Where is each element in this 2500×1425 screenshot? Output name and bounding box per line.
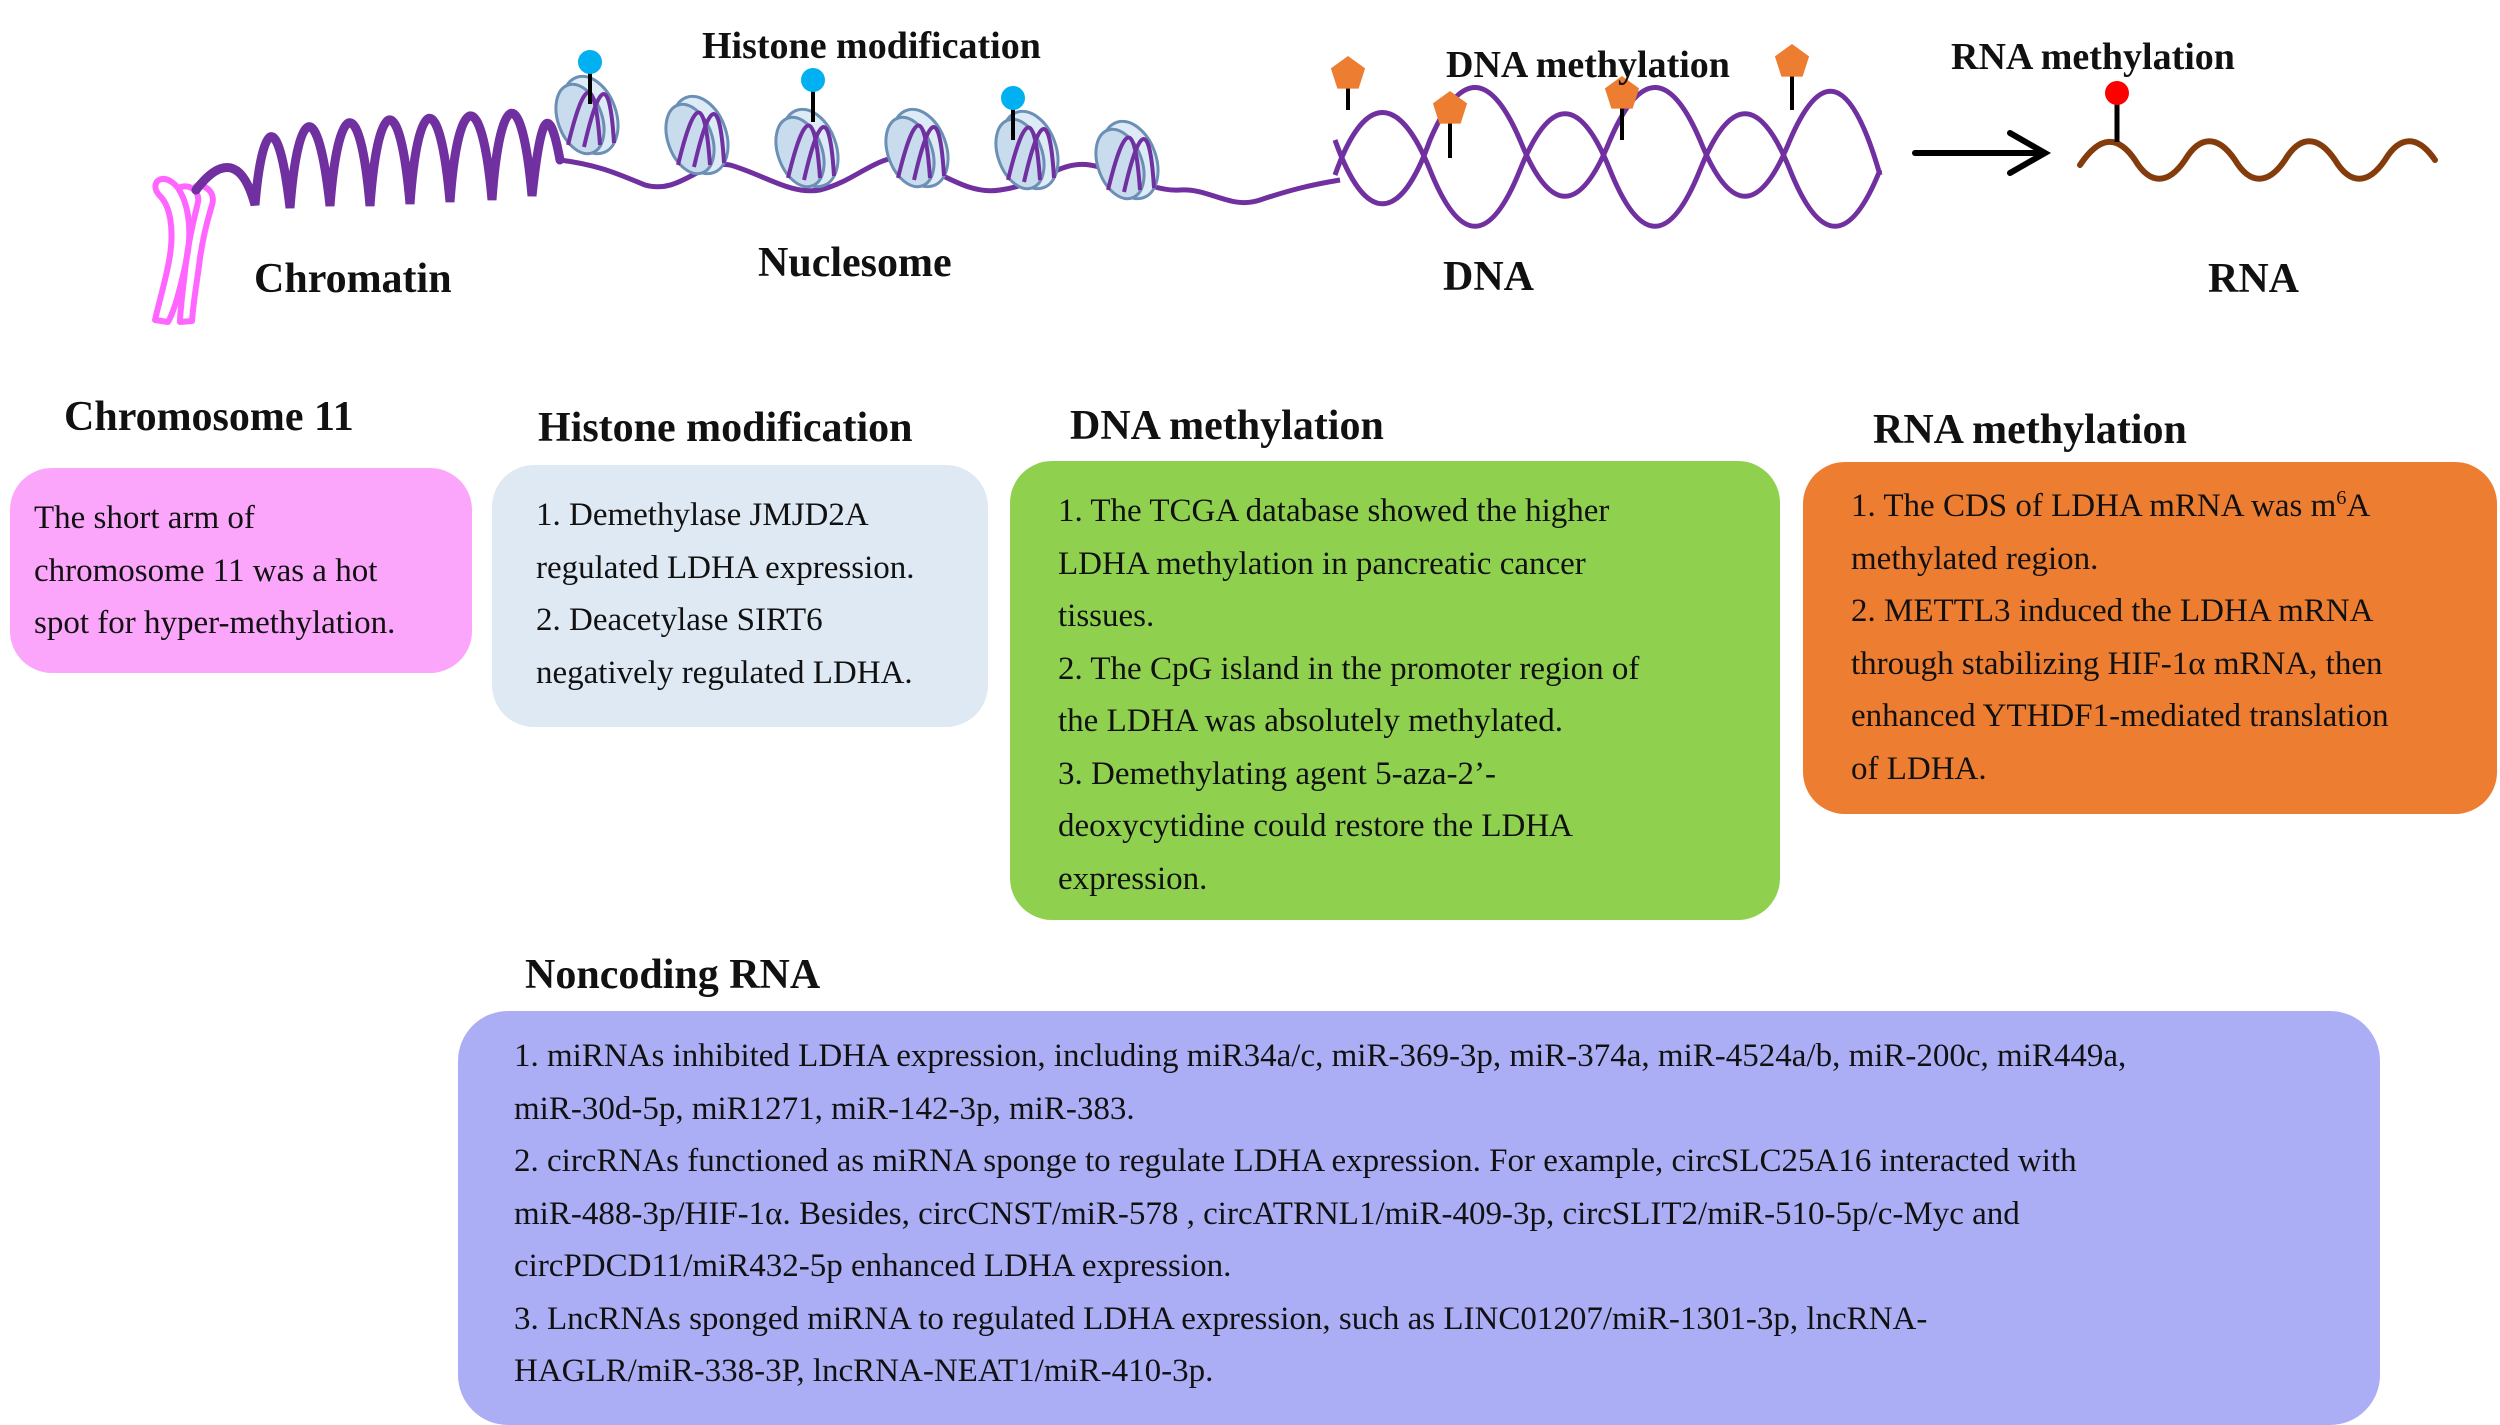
rna-strand <box>2077 138 2438 182</box>
dna-label: DNA <box>1443 254 1534 300</box>
box-line: 1. The CDS of LDHA mRNA was m6A <box>1851 480 2479 533</box>
dna-methyl-mark <box>1330 56 1366 110</box>
nucleosome <box>1094 119 1160 201</box>
histone-mark <box>801 68 825 122</box>
box-line: of LDHA. <box>1851 750 1987 787</box>
nucleosome <box>664 94 730 176</box>
histone-mark <box>1001 86 1025 140</box>
histone-modification-heading: Histone modification <box>538 405 913 451</box>
dna-methylation-label: DNA methylation <box>1446 44 1730 86</box>
dna-methyl-marks <box>1330 44 1810 158</box>
dna-strand-a <box>1332 110 1883 229</box>
chromosome-11-heading: Chromosome 11 <box>64 394 354 440</box>
epigenetics-pathway-illustration <box>152 44 2438 325</box>
chromosome-icon <box>152 175 216 325</box>
dna-strand-b <box>1332 85 1883 206</box>
nucleosome <box>774 107 840 189</box>
dna-methyl-mark <box>1774 44 1810 110</box>
chromatin-fiber <box>191 108 565 209</box>
noncoding-rna-box: 1. miRNAs inhibited LDHA expression, inc… <box>458 1011 2380 1425</box>
box-line: miR-488-3p/HIF-1α. Besides, circCNST/miR… <box>514 1195 2020 1232</box>
box-line: 3. LncRNAs sponged miRNA to regulated LD… <box>514 1300 1928 1337</box>
nucleosome-group <box>554 74 1160 201</box>
histone-marks <box>578 50 1025 140</box>
box-line: tissues. <box>1058 598 1155 634</box>
box-line: spot for hyper-methylation. <box>34 605 396 641</box>
box-line: 2. circRNAs functioned as miRNA sponge t… <box>514 1143 2077 1179</box>
box-line-text: 1. The CDS of LDHA mRNA was m <box>1851 488 2337 524</box>
nucleosome-linker-dna <box>559 155 1341 206</box>
histone-modification-box: 1. Demethylase JMJD2A regulated LDHA exp… <box>492 465 988 727</box>
nucleosome-label: Nuclesome <box>758 240 952 286</box>
box-line: through stabilizing HIF-1α mRNA, then <box>1851 645 2383 682</box>
arrow-icon <box>1912 130 2052 176</box>
box-line: 1. Demethylase JMJD2A <box>536 497 869 533</box>
superscript-six: 6 <box>2336 487 2347 509</box>
dna-methyl-mark <box>1432 91 1468 158</box>
box-line: 2. Deacetylase SIRT6 <box>536 602 823 638</box>
box-line: LDHA methylation in pancreatic cancer <box>1058 545 1586 582</box>
box-line: 3. Demethylating agent 5-aza-2’- <box>1058 755 1496 792</box>
box-line: enhanced YTHDF1-mediated translation <box>1851 698 2389 734</box>
dna-methylation-box: 1. The TCGA database showed the higher L… <box>1010 461 1780 920</box>
rna-methylation-box: 1. The CDS of LDHA mRNA was m6A methylat… <box>1803 462 2497 814</box>
box-line: methylated region. <box>1851 540 2099 577</box>
box-line: 1. The TCGA database showed the higher <box>1058 493 1610 529</box>
box-line: The short arm of <box>34 500 255 536</box>
nucleosome <box>554 74 620 156</box>
rna-methyl-mark <box>2105 81 2129 142</box>
rna-label: RNA <box>2208 256 2299 302</box>
box-line: regulated LDHA expression. <box>536 549 915 586</box>
box-line: 2. METTL3 induced the LDHA mRNA <box>1851 593 2374 629</box>
box-line: expression. <box>1058 860 1208 897</box>
box-line: HAGLR/miR-338-3P, lncRNA-NEAT1/miR-410-3… <box>514 1353 1214 1389</box>
dna-methylation-heading: DNA methylation <box>1070 403 1384 449</box>
box-line: negatively regulated LDHA. <box>536 654 913 691</box>
box-line: the LDHA was absolutely methylated. <box>1058 703 1563 739</box>
box-line-text: A <box>2346 488 2371 524</box>
dna-methyl-mark <box>1604 76 1640 140</box>
chromosome-11-box: The short arm of chromosome 11 was a hot… <box>10 468 472 673</box>
rna-methylation-heading: RNA methylation <box>1873 407 2187 453</box>
box-line: miR-30d-5p, miR1271, miR-142-3p, miR-383… <box>514 1090 1135 1127</box>
chromatin-label: Chromatin <box>254 256 452 302</box>
box-line: chromosome 11 was a hot <box>34 552 378 589</box>
box-line: deoxycytidine could restore the LDHA <box>1058 808 1574 844</box>
box-line: 1. miRNAs inhibited LDHA expression, inc… <box>514 1038 2127 1074</box>
histone-modification-label: Histone modification <box>702 25 1041 67</box>
histone-mark <box>578 50 602 104</box>
box-line: 2. The CpG island in the promoter region… <box>1058 650 1640 687</box>
rna-methylation-label: RNA methylation <box>1951 36 2235 78</box>
noncoding-rna-heading: Noncoding RNA <box>525 952 821 998</box>
box-line: circPDCD11/miR432-5p enhanced LDHA expre… <box>514 1248 1232 1284</box>
nucleosome <box>994 109 1060 191</box>
nucleosome <box>884 107 950 189</box>
